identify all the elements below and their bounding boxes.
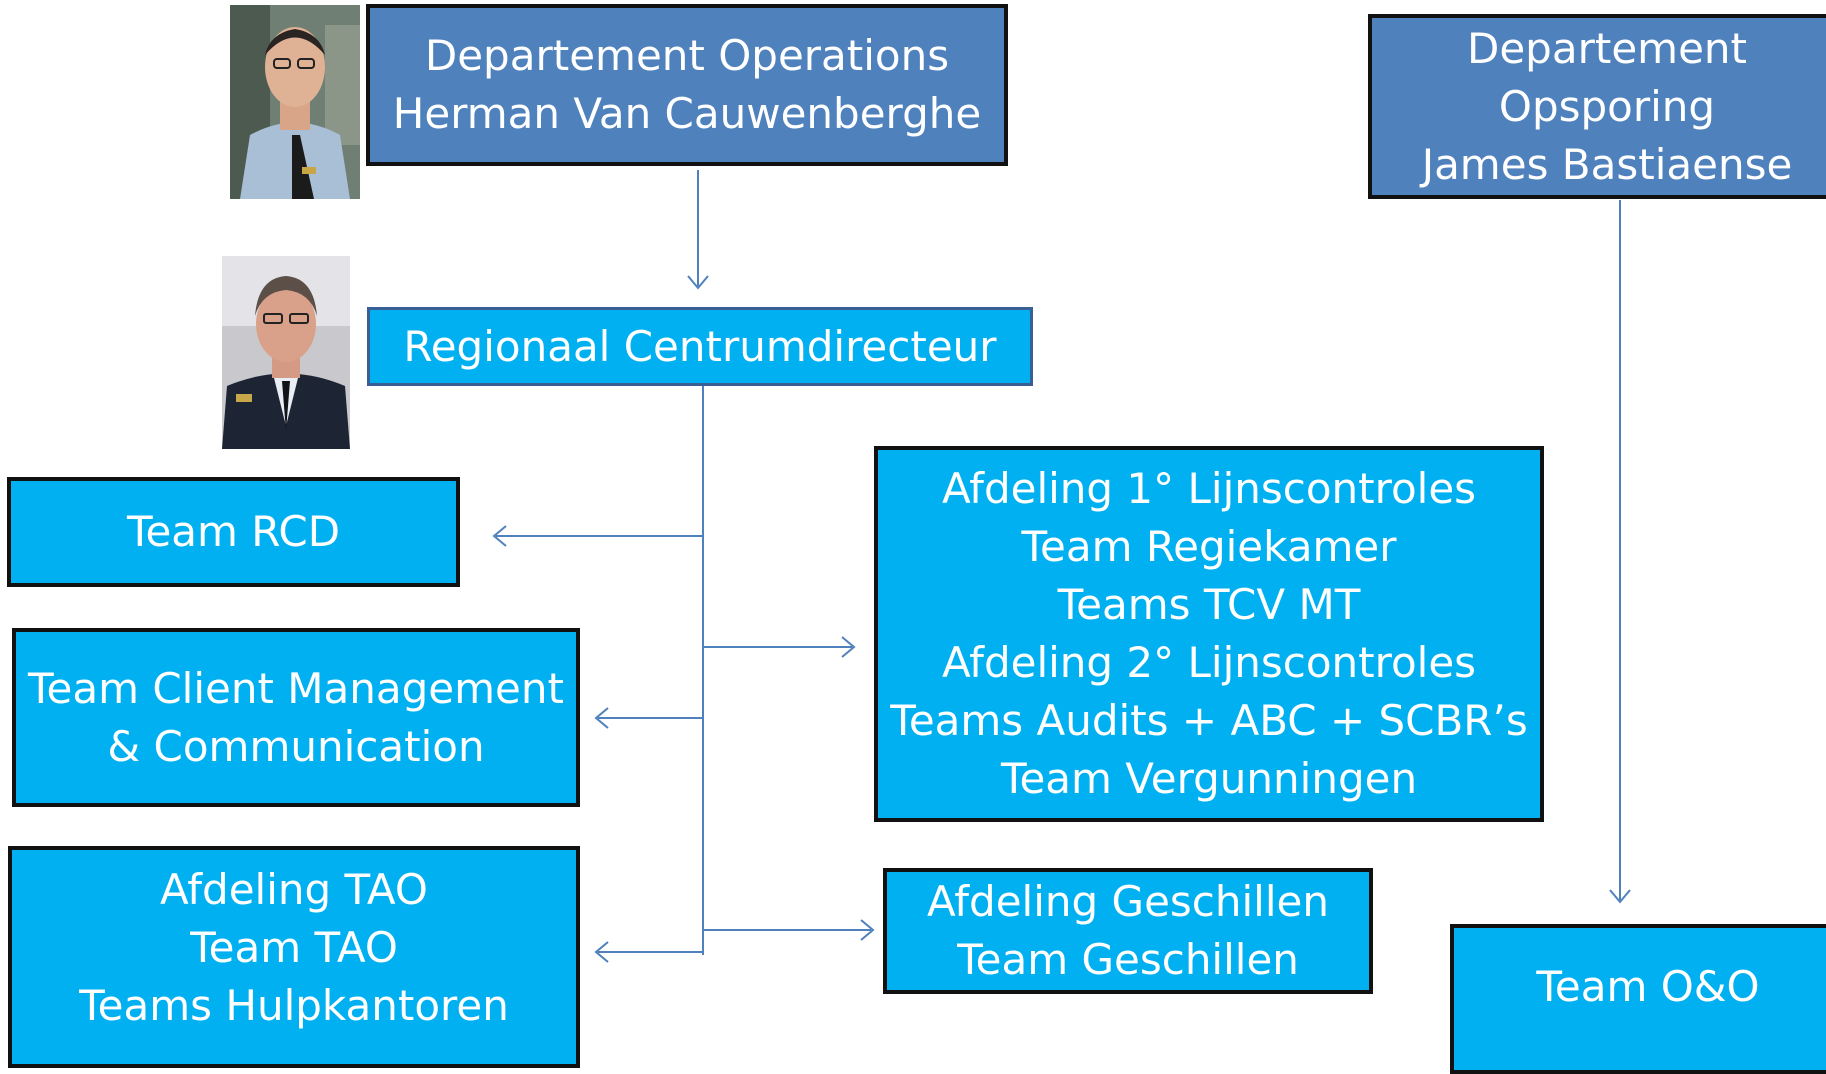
lijn-line4: Afdeling 2° Lijnscontroles <box>941 638 1477 687</box>
lijn-line2: Team Regiekamer <box>1021 522 1397 571</box>
photo-regional-director <box>222 256 350 449</box>
box-dept-opsporing: Departement Opsporing James Bastiaense <box>1368 14 1826 199</box>
photo-herman <box>230 5 360 199</box>
box-regional-director: Regionaal Centrumdirecteur <box>367 307 1033 386</box>
geschillen-line1: Afdeling Geschillen <box>927 877 1329 926</box>
geschillen-line2: Team Geschillen <box>957 935 1299 984</box>
team-tao-line3: Teams Hulpkantoren <box>79 981 509 1030</box>
dept-opsporing-head: James Bastiaense <box>1421 139 1793 189</box>
team-tao-line2: Team TAO <box>190 923 398 972</box>
lijn-line5: Teams Audits + ABC + SCBR’s <box>890 696 1528 745</box>
team-client-line1: Team Client Management <box>28 663 564 713</box>
lijn-line1: Afdeling 1° Lijnscontroles <box>941 464 1477 513</box>
dept-opsporing-line2: Opsporing <box>1498 81 1716 131</box>
dept-opsporing-line1: Departement <box>1467 23 1747 73</box>
dept-operations-title: Departement Operations <box>424 31 950 80</box>
box-team-client: Team Client Management & Communication <box>12 628 580 807</box>
box-team-rcd: Team RCD <box>7 477 460 587</box>
team-rcd-label: Team RCD <box>126 507 341 556</box>
team-oo-label: Team O&O <box>1536 962 1760 1011</box>
regional-director-label: Regionaal Centrumdirecteur <box>403 321 997 371</box>
box-afdeling-lijnscontroles: Afdeling 1° Lijnscontroles Team Regiekam… <box>874 446 1544 822</box>
dept-operations-head: Herman Van Cauwenberghe <box>392 89 982 138</box>
box-dept-operations: Departement Operations Herman Van Cauwen… <box>366 4 1008 166</box>
team-tao-line1: Afdeling TAO <box>160 865 428 914</box>
lijn-line3: Teams TCV MT <box>1057 580 1361 629</box>
team-client-line2: & Communication <box>107 721 485 771</box>
lijn-line6: Team Vergunningen <box>1000 754 1418 803</box>
box-team-oo: Team O&O <box>1450 924 1826 1074</box>
box-team-tao: Afdeling TAO Team TAO Teams Hulpkantoren <box>8 846 580 1068</box>
box-afdeling-geschillen: Afdeling Geschillen Team Geschillen <box>883 868 1373 994</box>
